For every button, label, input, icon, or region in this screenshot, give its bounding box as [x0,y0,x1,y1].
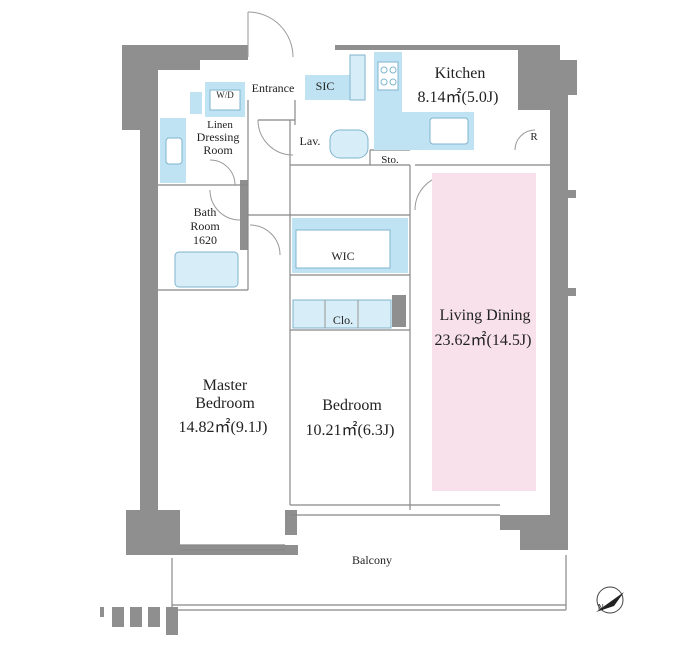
fixtures [160,52,536,491]
bedroom-label: Bedroom [322,397,382,414]
clo-label: Clo. [333,313,353,327]
sic-label: SIC [316,79,335,93]
entrance-label: Entrance [252,81,295,95]
living-dining-area: 23.62㎡(14.5J) [435,331,532,349]
bath-label: Bath [194,205,217,219]
bathtub-fixture [174,251,239,288]
closet-storage [292,299,392,329]
bath-size-label: 1620 [193,233,217,247]
balcony-label: Balcony [352,553,392,567]
exterior-walls [122,45,577,555]
interior-walls [158,100,550,551]
bath-room-label: Room [190,219,220,233]
linen-label: Linen [207,119,233,131]
r-label: R [530,131,538,143]
lav-label: Lav. [300,134,321,148]
living-dining-highlight [432,173,536,491]
dressing-label: Dressing [197,130,240,144]
master-bedroom-area: 14.82㎡(9.1J) [179,418,268,436]
kitchen-label: Kitchen [435,65,486,82]
dressing-room-label: Room [203,143,233,157]
living-dining-label: Living Dining [439,307,530,324]
door-swings [209,11,536,256]
sto-label: Sto. [381,154,399,166]
wic-label: WIC [331,249,354,263]
sic-fixture [305,75,350,100]
svg-text:N: N [598,603,604,612]
master-bedroom-label: Master [203,377,248,394]
master-bedroom-label-2: Bedroom [195,395,255,412]
kitchen-area: 8.14㎡(5.0J) [418,88,499,106]
bedroom-area: 10.21㎡(6.3J) [306,421,395,439]
wd-label: W/D [216,90,234,100]
north-arrow-icon: N [596,586,624,614]
room-labels: Kitchen 8.14㎡(5.0J) Entrance SIC W/D Lin… [179,65,539,567]
balcony-area [100,555,567,635]
toilet-fixture [329,129,369,159]
